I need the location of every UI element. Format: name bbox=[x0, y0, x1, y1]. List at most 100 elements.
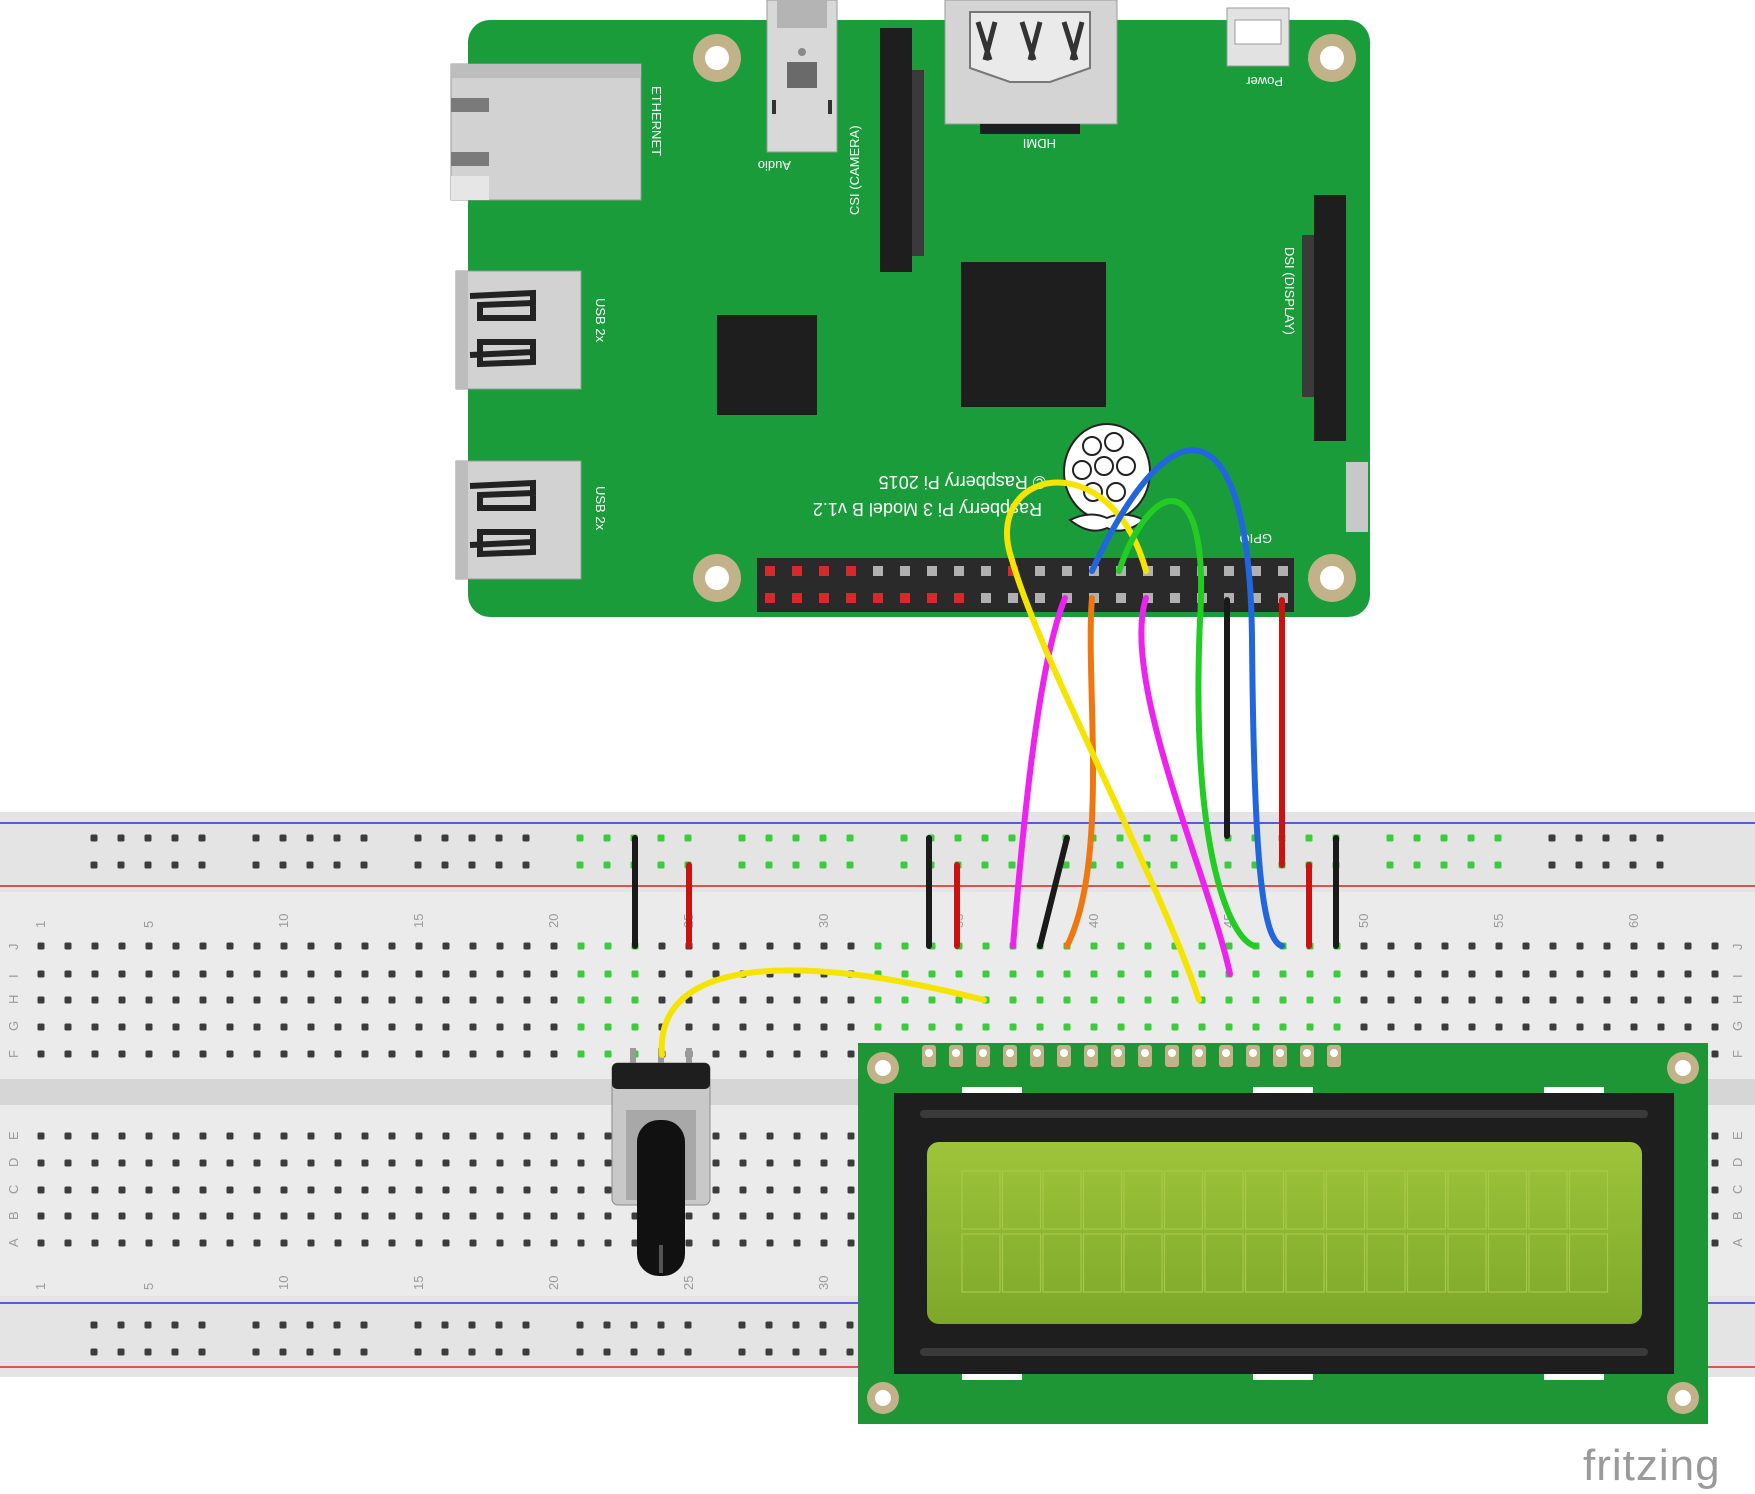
breadboard-hole bbox=[1036, 1023, 1044, 1031]
gpio-pin bbox=[1170, 566, 1180, 576]
breadboard-hole bbox=[1279, 970, 1287, 978]
gpio-pin bbox=[819, 593, 829, 603]
breadboard-hole bbox=[1333, 996, 1341, 1004]
column-number: 25 bbox=[681, 1276, 696, 1290]
breadboard-hole bbox=[1279, 996, 1287, 1004]
breadboard-hole bbox=[1387, 996, 1395, 1004]
breadboard-hole bbox=[739, 1239, 747, 1247]
breadboard-hole bbox=[145, 1159, 153, 1167]
breadboard-hole bbox=[199, 970, 207, 978]
potentiometer-pin bbox=[686, 1048, 692, 1070]
breadboard-hole bbox=[523, 1050, 531, 1058]
breadboard-hole bbox=[1117, 996, 1125, 1004]
breadboard-hole bbox=[307, 996, 315, 1004]
breadboard-hole bbox=[37, 1050, 45, 1058]
potentiometer-knob-slot bbox=[659, 1245, 663, 1273]
rail-hole bbox=[144, 1348, 152, 1356]
breadboard-hole bbox=[550, 1212, 558, 1220]
breadboard-hole bbox=[712, 1186, 720, 1194]
breadboard-hole bbox=[793, 1239, 801, 1247]
breadboard-hole bbox=[712, 1132, 720, 1140]
rail-hole bbox=[252, 861, 260, 869]
breadboard-hole bbox=[307, 1186, 315, 1194]
breadboard-hole bbox=[226, 1159, 234, 1167]
breadboard-hole bbox=[1468, 996, 1476, 1004]
rail-hole bbox=[792, 1348, 800, 1356]
breadboard-hole bbox=[1414, 942, 1422, 950]
breadboard-hole bbox=[874, 1023, 882, 1031]
breadboard-hole bbox=[1522, 1023, 1530, 1031]
ethernet-port bbox=[450, 63, 642, 201]
rail-hole bbox=[1116, 861, 1124, 869]
rail-hole bbox=[819, 1348, 827, 1356]
breadboard-hole bbox=[388, 970, 396, 978]
breadboard-hole bbox=[64, 1239, 72, 1247]
rail-hole bbox=[441, 861, 449, 869]
breadboard-hole bbox=[1225, 942, 1233, 950]
breadboard-hole bbox=[901, 970, 909, 978]
rail-hole bbox=[306, 861, 314, 869]
breadboard-hole bbox=[739, 1186, 747, 1194]
breadboard-hole bbox=[766, 1239, 774, 1247]
breadboard-hole bbox=[1090, 942, 1098, 950]
breadboard-hole bbox=[442, 942, 450, 950]
rail-hole bbox=[90, 1321, 98, 1329]
breadboard-hole bbox=[1576, 942, 1584, 950]
lcd-pin-hole bbox=[1006, 1049, 1014, 1057]
lcd-tab bbox=[1544, 1374, 1604, 1380]
breadboard-hole bbox=[37, 1212, 45, 1220]
breadboard-hole bbox=[793, 1186, 801, 1194]
gpio-pin bbox=[1008, 593, 1018, 603]
lcd-character-cells bbox=[961, 1170, 1609, 1293]
breadboard-hole bbox=[172, 970, 180, 978]
lcd-cell bbox=[1447, 1170, 1487, 1230]
breadboard-hole bbox=[496, 970, 504, 978]
breadboard-hole bbox=[253, 1050, 261, 1058]
rail-hole bbox=[1548, 861, 1556, 869]
breadboard-hole bbox=[1441, 942, 1449, 950]
rail-hole bbox=[657, 834, 665, 842]
lcd-cell bbox=[1285, 1170, 1325, 1230]
breadboard-hole bbox=[91, 1132, 99, 1140]
breadboard-hole bbox=[766, 996, 774, 1004]
potentiometer-pin bbox=[658, 1048, 664, 1070]
rail-hole bbox=[441, 834, 449, 842]
breadboard-hole bbox=[604, 1132, 612, 1140]
lcd-pin-hole bbox=[1087, 1049, 1095, 1057]
rail-hole bbox=[1602, 861, 1610, 869]
breadboard-hole bbox=[577, 1212, 585, 1220]
breadboard-hole bbox=[847, 942, 855, 950]
breadboard-hole bbox=[955, 996, 963, 1004]
breadboard-hole bbox=[145, 1186, 153, 1194]
breadboard-hole bbox=[226, 1186, 234, 1194]
breadboard-hole bbox=[631, 970, 639, 978]
breadboard-hole bbox=[1441, 996, 1449, 1004]
breadboard-hole bbox=[118, 1132, 126, 1140]
lcd-cell bbox=[1325, 1233, 1366, 1293]
breadboard-hole bbox=[1090, 1023, 1098, 1031]
lcd-pin-hole bbox=[1060, 1049, 1068, 1057]
breadboard-hole bbox=[793, 1132, 801, 1140]
breadboard-hole bbox=[604, 1159, 612, 1167]
pi-copyright-label: © Raspberry Pi 2015 bbox=[879, 472, 1046, 492]
audio-jack bbox=[766, 0, 838, 153]
rail-hole bbox=[171, 834, 179, 842]
mounting-hole bbox=[867, 1382, 899, 1414]
breadboard-hole bbox=[1630, 970, 1638, 978]
breadboard-hole bbox=[496, 996, 504, 1004]
rail-hole bbox=[522, 861, 530, 869]
rail-hole bbox=[306, 834, 314, 842]
breadboard-hole bbox=[199, 996, 207, 1004]
breadboard-hole bbox=[442, 1050, 450, 1058]
rail-hole bbox=[846, 1348, 854, 1356]
breadboard-hole bbox=[37, 1159, 45, 1167]
breadboard-hole bbox=[847, 1239, 855, 1247]
rail-hole bbox=[1413, 861, 1421, 869]
breadboard-hole bbox=[1549, 996, 1557, 1004]
breadboard-hole bbox=[1549, 970, 1557, 978]
lcd-cell bbox=[1487, 1170, 1528, 1230]
row-letter: G bbox=[6, 1021, 21, 1031]
rail-hole bbox=[468, 861, 476, 869]
breadboard-hole bbox=[91, 1050, 99, 1058]
